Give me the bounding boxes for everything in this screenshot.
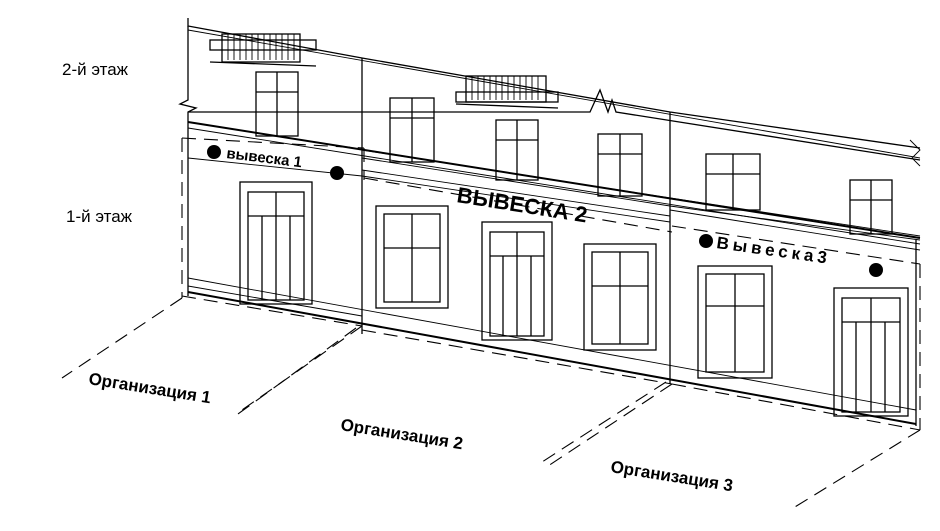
floor-label-2: 2-й этаж <box>62 60 129 79</box>
org-label-2: Организация 2 <box>339 415 464 453</box>
org-label-1: Организация 1 <box>87 369 212 407</box>
floor-label-1: 1-й этаж <box>66 207 133 226</box>
sign-3-text: Вывеска3 <box>715 233 832 268</box>
ground-openings <box>239 181 909 417</box>
org-label-3: Организация 3 <box>609 457 734 495</box>
sign-zones <box>181 137 921 431</box>
sign-3-dot-right <box>869 263 883 277</box>
sign-1-dot-right <box>330 166 344 180</box>
sign-1-text: вывеска 1 <box>226 145 303 171</box>
sign-2: ВЫВЕСКА 2 <box>455 182 589 227</box>
plot-boundaries <box>61 297 921 511</box>
sign-1-dot-left <box>207 145 221 159</box>
upper-windows <box>255 71 893 235</box>
sign-3-dot-left <box>699 234 713 248</box>
sign-2-text: ВЫВЕСКА 2 <box>455 182 589 227</box>
building-ground-floor <box>187 122 921 426</box>
balcony-left <box>209 33 317 67</box>
balcony-center <box>455 75 559 109</box>
building-upper-floor <box>178 18 921 251</box>
